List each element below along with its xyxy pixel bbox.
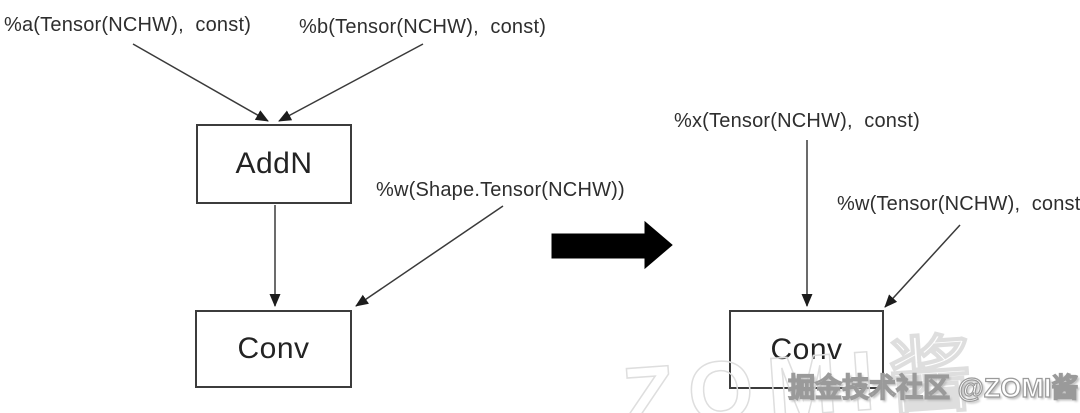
- addn-node: AddN: [196, 124, 352, 204]
- edge-a-to-addn: [132, 43, 269, 122]
- conv-node-right: Conv: [729, 310, 884, 389]
- weight-label-left: %w(Shape.Tensor(NCHW)): [376, 179, 625, 201]
- conv-node-right-label: Conv: [770, 332, 843, 366]
- conv-node-left-label: Conv: [237, 332, 310, 365]
- edge-w-to-conv-right: [884, 224, 961, 308]
- transform-arrow: [551, 220, 673, 270]
- conv-node-left: Conv: [195, 310, 352, 388]
- addn-node-label: AddN: [235, 147, 313, 180]
- input-x-label: %x(Tensor(NCHW), const): [674, 110, 920, 132]
- edge-w-to-conv-left: [355, 205, 504, 307]
- input-a-label: %a(Tensor(NCHW), const): [4, 14, 252, 36]
- edge-b-to-addn: [278, 43, 424, 122]
- input-b-label: %b(Tensor(NCHW), const): [299, 16, 547, 38]
- watermark-badge: 掘金技术社区 @ZOMI酱: [787, 372, 1079, 403]
- weight-label-right: %w(Tensor(NCHW), const): [837, 193, 1080, 215]
